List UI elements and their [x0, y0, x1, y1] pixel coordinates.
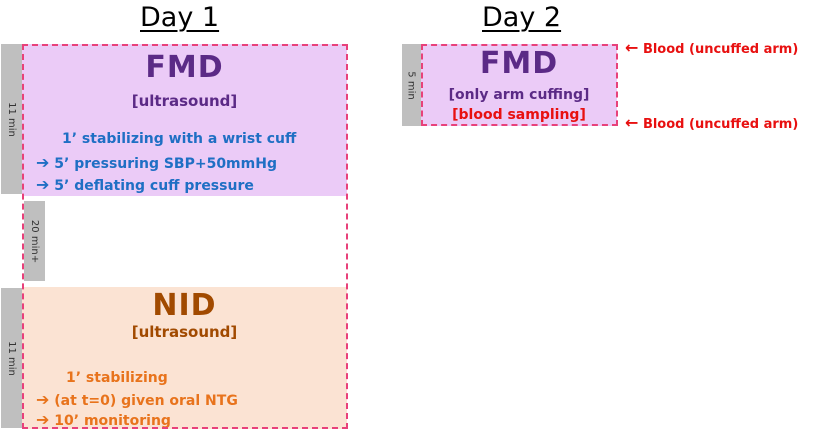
day1-nid-time-label: 11 min [6, 340, 18, 376]
blood-annotation-top: ← Blood (uncuffed arm) [625, 38, 799, 57]
arrow-right-icon: ➔ [36, 175, 50, 194]
day1-nid-time-bar: 11 min [1, 288, 22, 428]
day2-fmd-panel [421, 44, 617, 126]
day1-fmd-title: FMD [145, 50, 224, 85]
day2-fmd-time-bar: 5 min [402, 44, 421, 126]
day1-nid-subtitle: [ultrasound] [131, 323, 238, 341]
arrow-right-icon: ➔ [36, 390, 50, 409]
day1-fmd-time-bar: 11 min [1, 44, 22, 194]
day1-nid-step-2: ➔ (at t=0) given oral NTG [36, 390, 238, 409]
blood-annotation-bottom: ← Blood (uncuffed arm) [625, 113, 799, 132]
arrow-left-icon: ← [625, 113, 639, 132]
day1-fmd-panel [22, 44, 347, 196]
day1-title: Day 1 [140, 2, 220, 33]
day1-fmd-subtitle: [ultrasound] [131, 92, 238, 110]
day1-gap-time-bar: 20 min+ [24, 201, 45, 281]
day2-fmd-subtitle-blood: [blood sampling] [452, 107, 586, 123]
day1-nid-panel [22, 287, 347, 429]
day1-fmd-step-3: ➔ 5’ deflating cuff pressure [36, 175, 254, 194]
day2-fmd-subtitle: [only arm cuffing] [448, 87, 590, 103]
day1-fmd-time-label: 11 min [6, 101, 18, 137]
day1-nid-step-1: 1’ stabilizing [66, 370, 168, 386]
day1-dashed-outline [22, 44, 348, 429]
day1-nid-step-3: ➔ 10’ monitoring [36, 410, 171, 429]
day2-title: Day 2 [482, 2, 562, 33]
day1-nid-title: NID [152, 288, 217, 323]
day2-fmd-title: FMD [479, 46, 559, 81]
day2-dashed-outline [421, 44, 618, 126]
arrow-left-icon: ← [625, 38, 639, 57]
day1-fmd-step-1: 1’ stabilizing with a wrist cuff [62, 131, 297, 147]
arrow-right-icon: ➔ [36, 410, 50, 429]
arrow-right-icon: ➔ [36, 153, 50, 172]
day2-fmd-time-label: 5 min [406, 70, 417, 100]
day1-fmd-step-2: ➔ 5’ pressuring SBP+50mmHg [36, 153, 277, 172]
